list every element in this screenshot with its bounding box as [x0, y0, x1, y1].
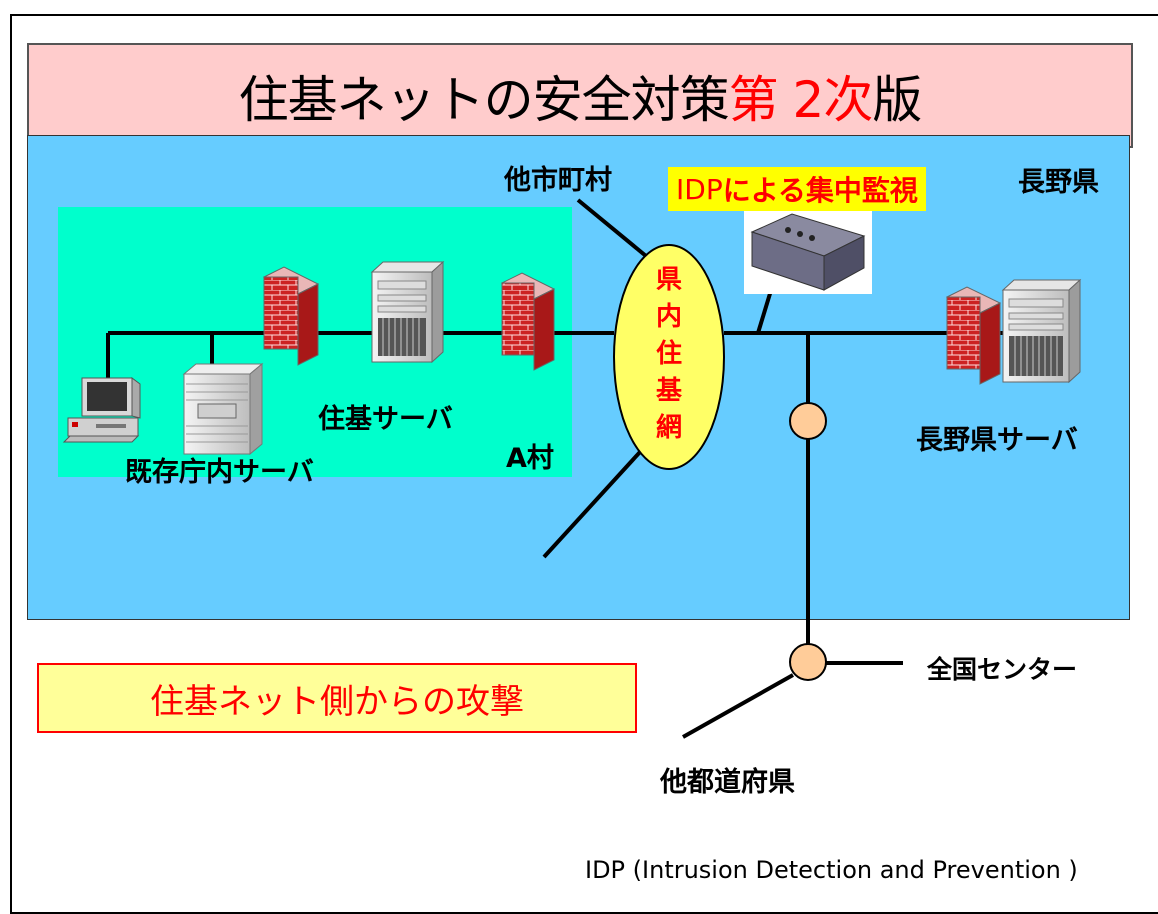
other-municipalities-line: [576, 198, 648, 258]
idp-label-prefix: IDP: [676, 172, 723, 206]
nagano-prefecture-label: 長野県: [1018, 167, 1099, 198]
prefectural-network-ellipse: [613, 244, 725, 470]
idp-label-suffix: による集中監視: [722, 174, 918, 207]
firewall-icon: [500, 272, 556, 371]
village-label: A村: [506, 443, 554, 474]
title-suffix: 版: [872, 70, 922, 129]
nagano-server-label: 長野県サーバ: [916, 425, 1078, 456]
idp-footnote: IDP (Intrusion Detection and Prevention …: [585, 856, 1078, 884]
server-tower-icon: [182, 362, 264, 456]
server-tower-icon: [370, 260, 445, 364]
firewall-icon: [262, 266, 320, 366]
prefectural-network-label: 県内住基網: [655, 265, 682, 443]
idp-tap-line: [756, 286, 774, 334]
lower-spoke-line: [542, 450, 642, 559]
server-tower-icon: [1001, 278, 1082, 384]
other-municipalities-label: 他市町村: [504, 165, 612, 196]
other-prefectures-label: 他都道府県: [660, 767, 795, 798]
title-prefix: 住基ネットの安全対策: [238, 70, 730, 129]
attack-callout: 住基ネット側からの攻撃: [37, 663, 637, 733]
juki-server-label: 住基サーバ: [318, 404, 453, 435]
firewall-icon: [945, 286, 1002, 385]
other-prefectures-line: [682, 673, 794, 739]
slide-title: 住基ネットの安全対策第 2次版: [27, 43, 1133, 148]
national-center-label: 全国センター: [927, 655, 1078, 684]
desktop-computer-icon: [62, 377, 141, 443]
title-accent: 第 2次: [728, 70, 874, 129]
network-node-icon: [789, 402, 827, 440]
idp-appliance-icon: [744, 210, 872, 294]
existing-server-label: 既存庁内サーバ: [125, 457, 314, 488]
network-node-icon: [789, 643, 827, 681]
